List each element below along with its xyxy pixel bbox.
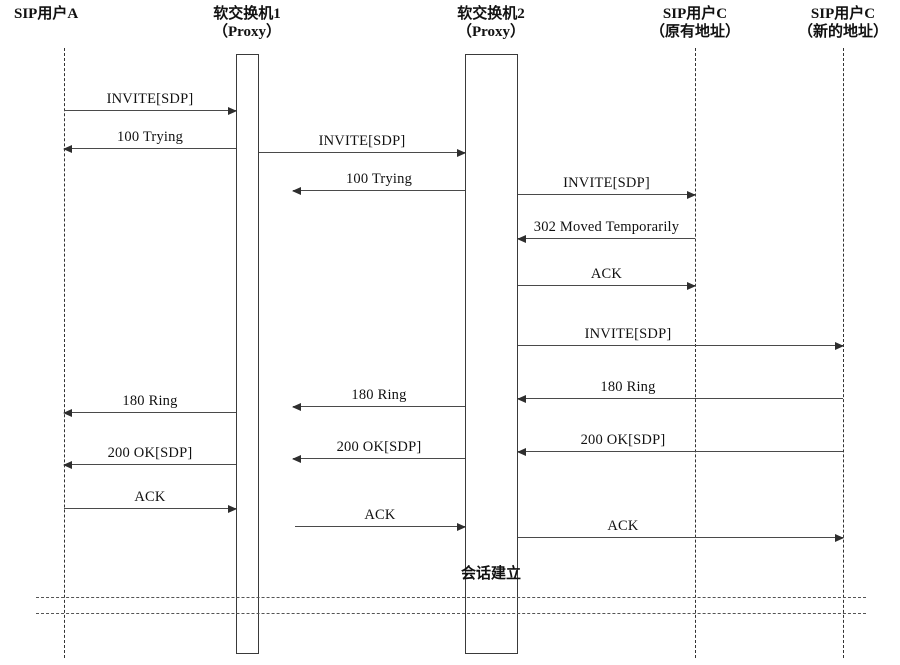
lifeline-header-userC-old-line1: SIP用户C (662, 6, 728, 22)
arrowhead-right-icon (457, 522, 466, 531)
arrowhead-right-icon (687, 190, 696, 199)
message-label-7: ACK (590, 266, 623, 282)
arrowhead-right-icon (835, 533, 844, 542)
lifeline-userA (64, 48, 65, 658)
message-label-5: INVITE[SDP] (563, 175, 650, 191)
lifeline-userC-new (843, 48, 844, 658)
activation-box-proxy1 (236, 54, 259, 654)
message-label-15: ACK (134, 489, 166, 505)
message-label-8: INVITE[SDP] (584, 326, 672, 342)
message-arrow-16: ACK (295, 507, 466, 531)
arrowhead-right-icon (835, 341, 844, 350)
message-label-14: 200 OK[SDP] (107, 445, 193, 461)
lifeline-header-userC-new-line1: SIP用户C (810, 6, 876, 22)
message-label-17: ACK (607, 518, 639, 534)
arrowhead-right-icon (228, 106, 237, 115)
arrowhead-left-icon (292, 186, 301, 195)
lifeline-header-userC-old-line2: （原有地址） (649, 23, 741, 40)
lifeline-header-proxy2: 软交换机2 （Proxy） (457, 6, 525, 41)
lifeline-header-userA: SIP用户A (14, 6, 78, 24)
message-label-4: 100 Trying (345, 171, 413, 187)
arrowhead-right-icon (687, 281, 696, 290)
arrowhead-left-icon (517, 394, 526, 403)
message-arrow-17: ACK (518, 518, 844, 542)
message-arrow-6: 302 Moved Temporarily (517, 219, 695, 243)
session-established-line-bottom (36, 613, 866, 614)
lifeline-header-proxy1-line2: （Proxy） (212, 23, 282, 40)
message-arrow-3: INVITE[SDP] (259, 133, 466, 157)
message-arrow-14: 200 OK[SDP] (63, 445, 236, 469)
message-label-10: 180 Ring (351, 387, 407, 403)
message-arrow-10: 180 Ring (292, 387, 465, 411)
message-label-13: 200 OK[SDP] (336, 439, 422, 455)
message-arrow-4: 100 Trying (292, 171, 465, 195)
message-label-12: 200 OK[SDP] (580, 432, 666, 448)
lifeline-header-proxy1-line1: 软交换机1 (213, 6, 281, 22)
session-established-line-top (36, 597, 866, 598)
session-established-label: 会话建立 (460, 566, 522, 582)
arrowhead-left-icon (292, 454, 301, 463)
arrowhead-left-icon (292, 402, 301, 411)
message-arrow-7: ACK (518, 266, 696, 290)
message-arrow-2: 100 Trying (63, 129, 236, 153)
message-label-3: INVITE[SDP] (318, 133, 406, 149)
lifeline-header-proxy2-line1: 软交换机2 (457, 6, 525, 22)
lifeline-userC-old (695, 48, 696, 658)
message-label-16: ACK (364, 507, 396, 523)
lifeline-header-proxy1: 软交换机1 （Proxy） (213, 6, 281, 41)
message-label-2: 100 Trying (116, 129, 184, 145)
message-arrow-11: 180 Ring (63, 393, 236, 417)
arrowhead-left-icon (63, 408, 72, 417)
lifeline-header-proxy2-line2: （Proxy） (456, 23, 526, 40)
arrowhead-left-icon (517, 447, 526, 456)
message-label-9: 180 Ring (600, 379, 656, 395)
message-label-1: INVITE[SDP] (106, 91, 194, 107)
message-arrow-5: INVITE[SDP] (518, 175, 696, 199)
message-arrow-9: 180 Ring (517, 379, 843, 403)
activation-box-proxy2 (465, 54, 518, 654)
message-label-6: 302 Moved Temporarily (533, 219, 680, 235)
message-label-11: 180 Ring (122, 393, 178, 409)
lifeline-header-userC-new: SIP用户C （新的地址） (798, 6, 888, 41)
arrowhead-right-icon (228, 504, 237, 513)
arrowhead-left-icon (63, 460, 72, 469)
lifeline-header-userA-line1: SIP用户A (14, 6, 79, 22)
arrowhead-right-icon (457, 148, 466, 157)
lifeline-header-userC-old: SIP用户C （原有地址） (650, 6, 740, 41)
arrowhead-left-icon (63, 144, 72, 153)
message-arrow-15: ACK (64, 489, 237, 513)
message-arrow-12: 200 OK[SDP] (517, 432, 843, 456)
arrowhead-left-icon (517, 234, 526, 243)
message-arrow-13: 200 OK[SDP] (292, 439, 465, 463)
lifeline-header-userC-new-line2: （新的地址） (797, 23, 889, 40)
message-arrow-8: INVITE[SDP] (518, 326, 844, 350)
message-arrow-1: INVITE[SDP] (64, 91, 237, 115)
